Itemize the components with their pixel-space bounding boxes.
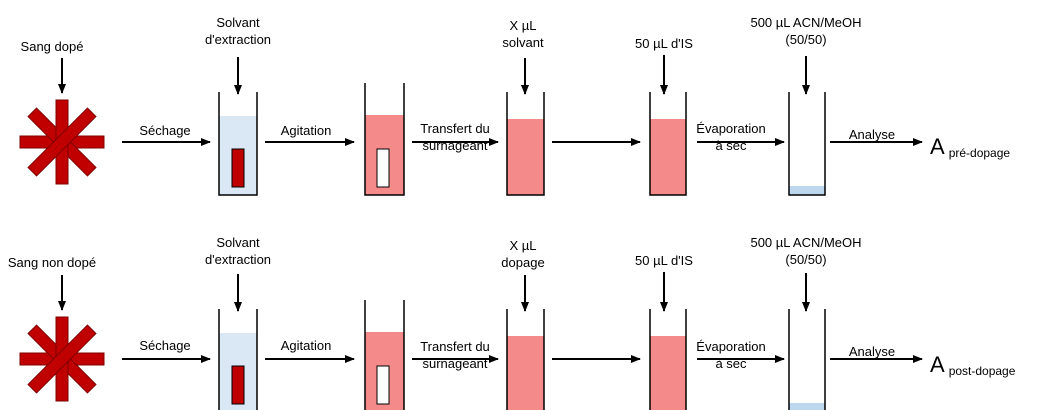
row1-supernatant-tube-liquid [507, 119, 544, 195]
row2-supernatant-tube [506, 309, 545, 410]
row2-dbs-spot-spoke [27, 324, 97, 394]
row1-analyse-label: Analyse [848, 127, 896, 142]
row1-blood-strip [231, 148, 245, 188]
row2-agitation-label: Agitation [280, 338, 332, 353]
row1-is-tube-liquid [650, 119, 686, 195]
row2-dbs-spot [19, 316, 105, 402]
row1-dbs-spot [19, 99, 105, 185]
row1-extracted-strip [376, 148, 390, 188]
row1-volume-label: X µL solvant [502, 18, 544, 50]
row2-is-tube-liquid [650, 336, 686, 410]
row1-input-label: Sang dopé [20, 39, 84, 54]
row1-is-label: 50 µL d'IS [635, 36, 693, 51]
row2-analyse-label: Analyse [848, 344, 896, 359]
row1-reconstitution-tube-liquid [789, 186, 825, 195]
row2-reconstitution-tube-liquid [789, 403, 825, 410]
row1-agitation-label: Agitation [280, 123, 332, 138]
row2-result-subscript: post-dopage [948, 364, 1016, 378]
row2-transfert-label: Transfert du surnageant [420, 339, 490, 371]
row1-extraction-tube [218, 92, 258, 196]
row2-is-tube [649, 309, 687, 410]
row1-result-symbol: A [930, 134, 945, 159]
row2-blood-strip [231, 365, 245, 405]
row1-extraction-solvent-label: Solvant d'extraction [204, 15, 272, 47]
row1-transfert-label: Transfert du surnageant [420, 121, 490, 153]
row2-reconstitution-label: 500 µL ACN/MeOH (50/50) [750, 235, 862, 267]
row2-sechage-label: Séchage [139, 338, 191, 353]
row2-extracted-strip [376, 365, 390, 405]
row2-agitation-tube [364, 300, 405, 410]
row2-extraction-tube [218, 309, 258, 410]
row1-reconstitution-label: 500 µL ACN/MeOH (50/50) [750, 15, 862, 47]
row1-sechage-label: Séchage [139, 123, 191, 138]
row2-supernatant-tube-liquid [507, 336, 544, 410]
row2-result-symbol: A [930, 352, 945, 377]
row2-reconstitution-tube [788, 309, 826, 410]
row2-is-label: 50 µL d'IS [635, 253, 693, 268]
row1-agitation-tube [364, 83, 405, 196]
row2-extraction-solvent-label: Solvant d'extraction [204, 235, 272, 267]
row1-is-tube [649, 92, 687, 196]
row2-volume-label: X µL dopage [501, 238, 545, 270]
row1-supernatant-tube [506, 92, 545, 196]
row1-dbs-spot-spoke [27, 107, 97, 177]
row2-evaporation-label: Évaporation à sec [696, 339, 766, 371]
row2-input-label: Sang non dopé [7, 255, 97, 270]
row1-reconstitution-tube [788, 92, 826, 196]
row1-result-subscript: pré-dopage [948, 146, 1011, 160]
row1-evaporation-label: Évaporation à sec [696, 121, 766, 153]
